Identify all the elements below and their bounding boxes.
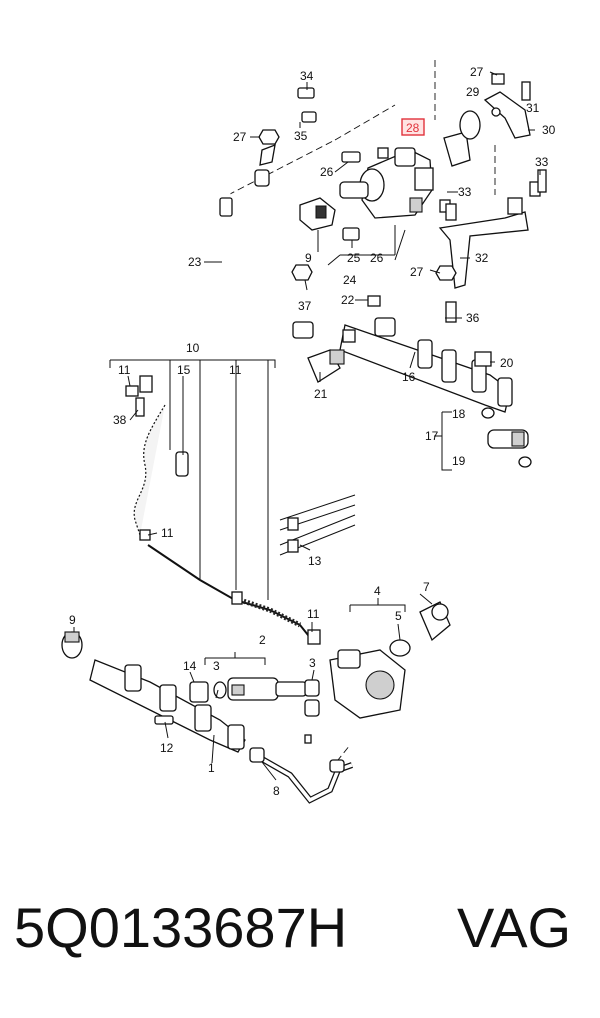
- callout-27: 27: [410, 265, 424, 279]
- callout-21: 21: [314, 387, 328, 401]
- callout-labels: 34 35 27 27 29 31 30 28 33 33 26 26 9 25…: [69, 65, 556, 798]
- callout-2: 2: [259, 633, 266, 647]
- bracket-32: [438, 169, 547, 289]
- callout-33: 33: [535, 155, 549, 169]
- callout-33: 33: [458, 185, 472, 199]
- callout-3: 3: [213, 659, 220, 673]
- callout-34: 34: [300, 69, 314, 83]
- callout-22: 22: [341, 293, 355, 307]
- callout-19: 19: [452, 454, 466, 468]
- highlight-box-28: [401, 118, 425, 136]
- callout-37: 37: [298, 299, 312, 313]
- callout-38: 38: [113, 413, 127, 427]
- callout-15: 15: [177, 363, 191, 377]
- callout-20: 20: [500, 356, 514, 370]
- callout-24: 24: [343, 273, 357, 287]
- callout-8: 8: [273, 784, 280, 798]
- callout-11: 11: [161, 526, 174, 540]
- exploded-parts-diagram: 34 35 27 27 29 31 30 28 33 33 26 26 9 25…: [61, 60, 556, 804]
- bracket-30: [459, 73, 531, 140]
- callout-32: 32: [475, 251, 489, 265]
- part-number: 5Q0133687H: [14, 896, 348, 959]
- callout-26: 26: [370, 251, 384, 265]
- callout-30: 30: [542, 123, 556, 137]
- regulator-valve-assembly: [299, 131, 471, 241]
- callout-7: 7: [423, 580, 430, 594]
- brand-label: VAG: [457, 896, 572, 959]
- callout-18: 18: [452, 407, 466, 421]
- callout-23: 23: [188, 255, 202, 269]
- callout-27: 27: [470, 65, 484, 79]
- injector-17: [481, 407, 532, 468]
- callout-leaders: [73, 71, 541, 781]
- callout-11: 11: [118, 363, 131, 377]
- callout-9: 9: [69, 613, 76, 627]
- fuel-rail-16: [339, 295, 513, 413]
- fuel-rail-1: [61, 631, 246, 753]
- callout-9: 9: [305, 251, 312, 265]
- callout-26: 26: [320, 165, 334, 179]
- hose-assembly-10: [125, 375, 321, 645]
- callout-16: 16: [402, 370, 416, 384]
- callout-36: 36: [466, 311, 480, 325]
- callout-3: 3: [309, 656, 316, 670]
- callout-5: 5: [395, 609, 402, 623]
- clips-13: [279, 494, 356, 556]
- caption-bar: 5Q0133687H VAG: [0, 895, 600, 985]
- callout-11: 11: [229, 363, 242, 377]
- callout-14: 14: [183, 659, 197, 673]
- callout-25: 25: [347, 251, 361, 265]
- group-brackets: [109, 359, 452, 665]
- callout-11: 11: [307, 607, 320, 621]
- pressure-sensor-21: [307, 329, 356, 383]
- high-pressure-pump-4: [304, 601, 451, 744]
- callout-13: 13: [308, 554, 322, 568]
- callout-28-highlighted: 28: [406, 121, 420, 135]
- callout-1: 1: [208, 761, 215, 775]
- fasteners-top: [258, 87, 457, 323]
- callout-29: 29: [466, 85, 480, 99]
- callout-4: 4: [374, 584, 381, 598]
- callout-10: 10: [186, 341, 200, 355]
- high-pressure-line-23: [219, 143, 314, 339]
- callout-31: 31: [526, 101, 540, 115]
- callout-27: 27: [233, 130, 247, 144]
- callout-12: 12: [160, 741, 174, 755]
- valve-2: [189, 677, 320, 703]
- fuel-line-8: [154, 715, 354, 804]
- callout-35: 35: [294, 129, 308, 143]
- callout-17: 17: [425, 429, 439, 443]
